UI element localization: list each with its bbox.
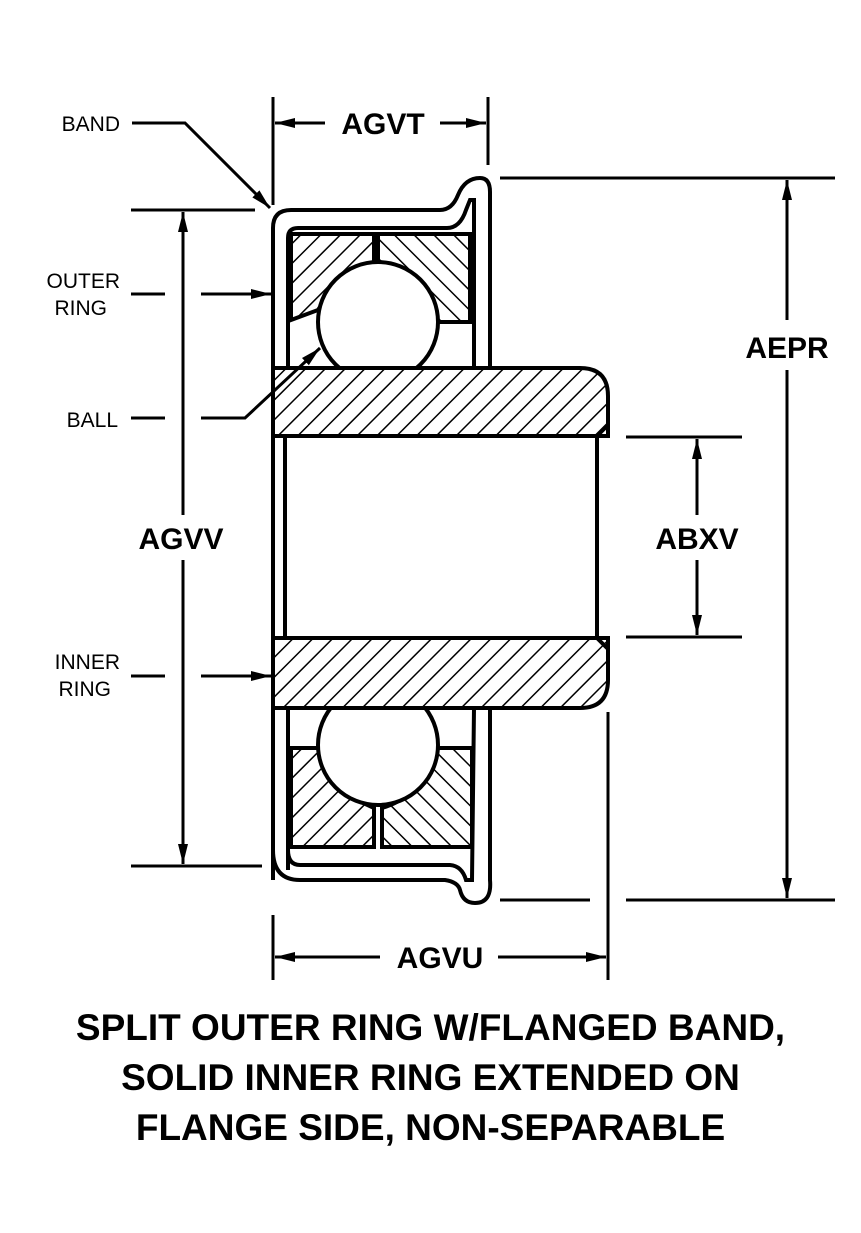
- dimension-aepr: AEPR: [500, 176, 835, 902]
- caption-line-2: SOLID INNER RING EXTENDED ON: [121, 1057, 740, 1098]
- callout-inner-ring: INNER RING: [55, 651, 271, 701]
- callout-ball: BALL: [67, 346, 322, 432]
- callout-label-inner-ring-1: INNER: [55, 651, 120, 674]
- dimension-agvt: AGVT: [271, 97, 490, 205]
- dimension-abxv: ABXV: [606, 435, 742, 980]
- inner-ring: [271, 366, 610, 710]
- ball-top: [316, 260, 440, 384]
- bore: [283, 434, 599, 640]
- band: [271, 175, 493, 906]
- dimension-label-agvu: AGVU: [397, 942, 484, 975]
- dimension-label-aepr: AEPR: [745, 332, 829, 365]
- callout-band: BAND: [62, 113, 272, 210]
- dimension-label-abxv: ABXV: [655, 523, 738, 556]
- callout-label-outer-ring-2: RING: [55, 297, 108, 320]
- callout-label-band: BAND: [62, 113, 120, 136]
- dimension-agvu: AGVU: [271, 915, 606, 980]
- caption-line-3: FLANGE SIDE, NON-SEPARABLE: [135, 1107, 726, 1148]
- callout-label-inner-ring-2: RING: [59, 678, 112, 701]
- diagram-caption: SPLIT OUTER RING W/FLANGED BAND, SOLID I…: [0, 1003, 861, 1153]
- callout-outer-ring: OUTER RING: [47, 270, 271, 320]
- callout-label-ball: BALL: [67, 409, 118, 432]
- dimension-label-agvv: AGVV: [138, 523, 223, 556]
- caption-line-1: SPLIT OUTER RING W/FLANGED BAND,: [75, 1007, 786, 1048]
- dimension-agvv: AGVV: [131, 208, 262, 868]
- dimension-label-agvt: AGVT: [341, 108, 424, 141]
- callout-label-outer-ring-1: OUTER: [47, 270, 121, 293]
